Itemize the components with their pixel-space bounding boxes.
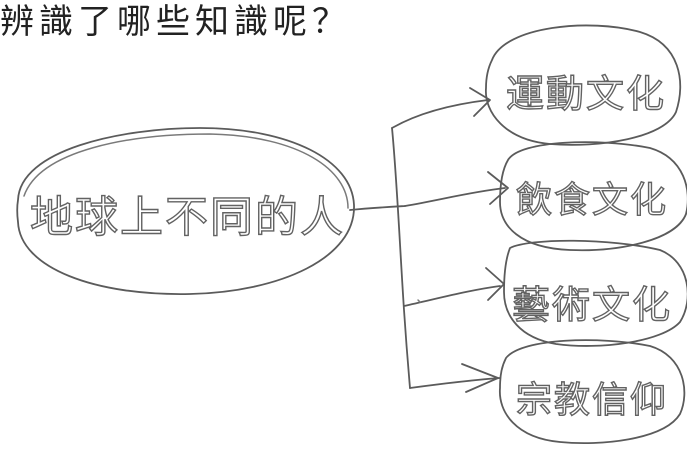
center-label: 地球上不同的人 [30,193,345,243]
center-node: 地球上不同的人 [16,127,355,295]
branch-1-ellipse [485,24,682,146]
question-text: 辨識了哪些知識呢？ [0,2,351,42]
branch-3-ellipse [503,239,687,347]
branch-2-label: 飲食文化 [516,180,668,221]
branch-1: 運動文化 [391,24,682,146]
branch-3-label: 藝術文化 [512,283,672,327]
center-ellipse-overstroke [23,133,349,209]
branch-4-label: 宗教信仰 [516,380,668,421]
branch-2: 飲食文化 [404,141,687,252]
center-ellipse [16,127,355,295]
branch-2-arrowhead [487,171,509,205]
branch-1-arrowhead [469,87,491,117]
branch-1-label: 運動文化 [506,72,666,116]
branch-3-arrowhead [485,267,505,301]
branch-3-line [403,285,501,307]
branch-4-arrowhead [461,363,499,393]
branch-4-line [409,377,501,389]
branch-2-ellipse [499,141,687,252]
branch-1-line [391,99,489,129]
trunk-line [391,127,411,389]
center-connector [349,205,406,211]
branch-3: 藝術文化 [403,239,687,347]
branch-2-line [404,187,506,207]
branch-4-ellipse [499,339,686,445]
stray-mark [417,299,421,303]
branch-4: 宗教信仰 [409,339,686,445]
